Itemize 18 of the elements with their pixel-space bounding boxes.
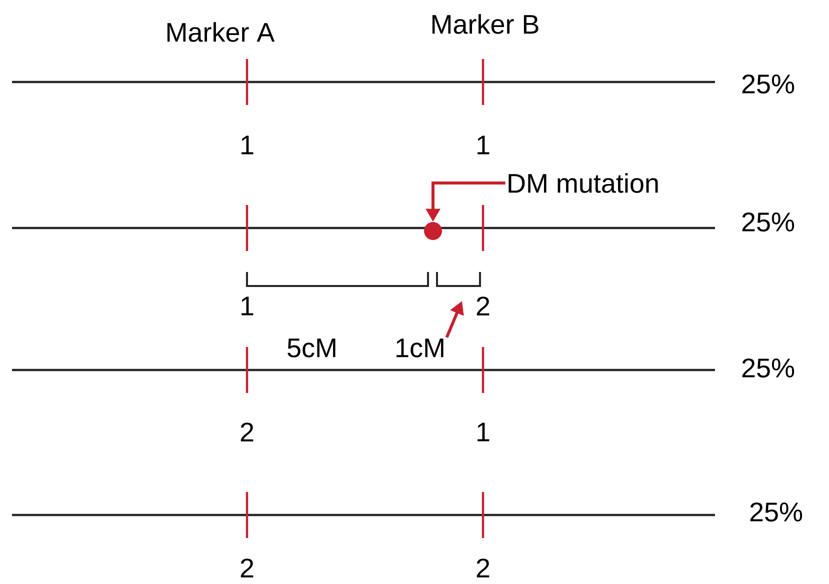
allele-number: 2: [476, 558, 490, 578]
allele-number: 1: [242, 296, 254, 316]
mutation-dot: [424, 222, 442, 240]
percent-label: 25%: [750, 502, 802, 522]
allele-number: 1: [478, 136, 490, 154]
allele-number: 2: [240, 558, 254, 578]
distance-label: 5cM: [288, 338, 336, 358]
marker-label: Marker A: [167, 22, 275, 42]
percent-label: 25%: [742, 212, 794, 232]
marker-label: Marker B: [432, 14, 538, 34]
allele-number: 2: [476, 296, 490, 316]
callout-text: DM mutation: [508, 173, 658, 193]
allele-number: 2: [240, 422, 254, 442]
callout-text: 1cM: [396, 338, 444, 358]
percent-label: 25%: [742, 74, 794, 94]
allele-number: 1: [478, 422, 490, 442]
percent-label: 25%: [742, 358, 794, 378]
allele-number: 1: [242, 136, 254, 154]
